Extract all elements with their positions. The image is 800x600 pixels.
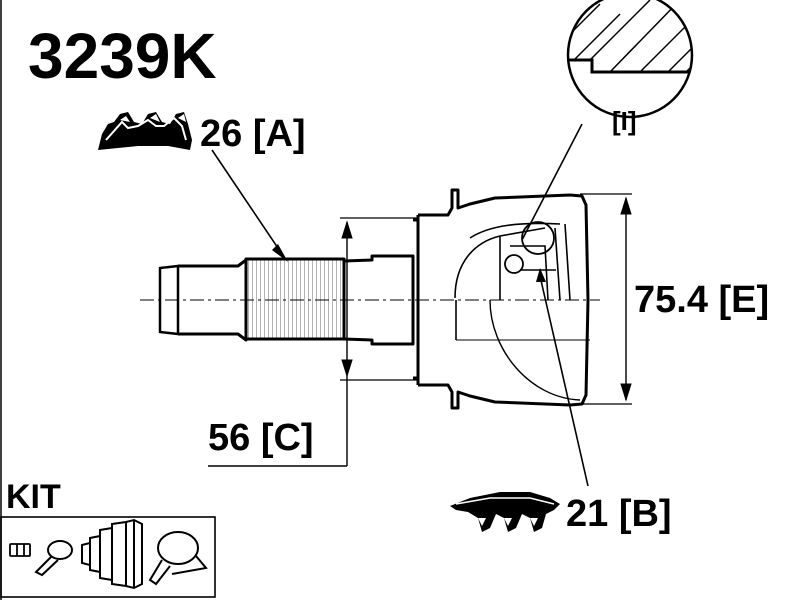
leader-inner-spline bbox=[539, 275, 589, 487]
kit-box bbox=[0, 516, 216, 598]
spline-teeth-icon bbox=[98, 112, 192, 150]
label-detail: [I] bbox=[612, 106, 637, 136]
label-seal-diameter: 56 [C] bbox=[208, 417, 314, 459]
leader-outer-spline bbox=[211, 149, 287, 261]
clamp-icon-large bbox=[148, 531, 208, 586]
label-outer-diameter: 75.4 [E] bbox=[634, 279, 769, 321]
label-inner-spline: 21 [B] bbox=[566, 493, 672, 535]
clamp-icon bbox=[34, 540, 73, 577]
dimension-e bbox=[580, 193, 632, 405]
boot-icon bbox=[81, 518, 143, 590]
nut-icon bbox=[9, 543, 31, 557]
part-number: 3239K bbox=[28, 20, 217, 92]
spline-teeth-icon-b bbox=[450, 492, 560, 532]
label-outer-spline: 26 [A] bbox=[200, 113, 306, 155]
detail-view: [I] bbox=[521, 0, 694, 241]
leader-arrow-b bbox=[536, 268, 546, 282]
dimension-c bbox=[208, 217, 418, 467]
housing-internals bbox=[454, 221, 590, 401]
cv-joint-outline bbox=[158, 188, 590, 410]
kit-title: KIT bbox=[6, 478, 61, 516]
leader-arrow-a bbox=[272, 244, 288, 262]
